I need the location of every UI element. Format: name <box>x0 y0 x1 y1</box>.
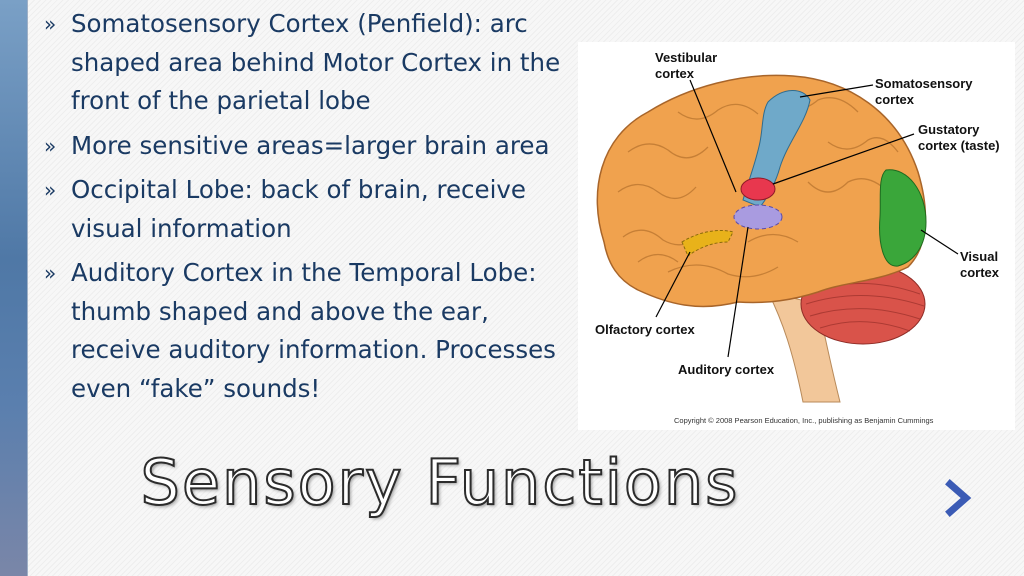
leader-auditory <box>727 226 749 358</box>
label-gustatory-line1: Gustatory <box>918 122 980 137</box>
bullet-list: » Somatosensory Cortex (Penfield): arc sh… <box>44 5 564 414</box>
leader-visual <box>920 229 959 255</box>
label-somatosensory-line1: Somatosensory <box>875 76 973 91</box>
bullet-marker: » <box>44 261 57 285</box>
brain-diagram-figure: Vestibular cortex Somatosensory cortex G… <box>578 42 1015 430</box>
gustatory-region <box>740 177 776 201</box>
bullet-item: » Auditory Cortex in the Temporal Lobe: t… <box>44 254 564 408</box>
next-slide-button[interactable] <box>940 470 980 526</box>
brain-diagram: Vestibular cortex Somatosensory cortex G… <box>595 50 1000 425</box>
label-visual-line1: Visual <box>960 249 998 264</box>
bullet-marker: » <box>44 12 57 36</box>
bullet-item: » Occipital Lobe: back of brain, receive … <box>44 171 564 248</box>
slide-title: Sensory Functions <box>140 445 740 520</box>
leader-somatosensory <box>799 84 874 98</box>
label-visual-line2: cortex <box>960 265 1000 280</box>
label-olfactory: Olfactory cortex <box>595 322 695 337</box>
figure-copyright: Copyright © 2008 Pearson Education, Inc.… <box>674 416 934 425</box>
bullet-text: More sensitive areas=larger brain area <box>71 130 550 160</box>
chevron-right-icon <box>945 479 972 517</box>
auditory-region <box>733 204 783 230</box>
label-auditory: Auditory cortex <box>678 362 775 377</box>
label-somatosensory-line2: cortex <box>875 92 915 107</box>
leader-vestibular <box>689 79 737 193</box>
bullet-marker: » <box>44 178 57 202</box>
label-gustatory-line2: cortex (taste) <box>918 138 1000 153</box>
visual-cortex-region <box>879 169 927 267</box>
bullet-item: » Somatosensory Cortex (Penfield): arc sh… <box>44 5 564 121</box>
bullet-marker: » <box>44 133 57 158</box>
side-accent-bar <box>0 0 28 576</box>
bullet-item: » More sensitive areas=larger brain area <box>44 127 564 166</box>
leader-olfactory <box>655 251 691 318</box>
olfactory-region <box>681 229 734 257</box>
bullet-text: Occipital Lobe: back of brain, receive v… <box>71 175 526 243</box>
label-vestibular-line2: cortex <box>655 66 695 81</box>
leader-gustatory <box>772 133 915 185</box>
bullet-text: Somatosensory Cortex (Penfield): arc sha… <box>71 9 561 115</box>
label-vestibular-line1: Vestibular <box>655 50 717 65</box>
bullet-text: Auditory Cortex in the Temporal Lobe: th… <box>71 258 556 403</box>
